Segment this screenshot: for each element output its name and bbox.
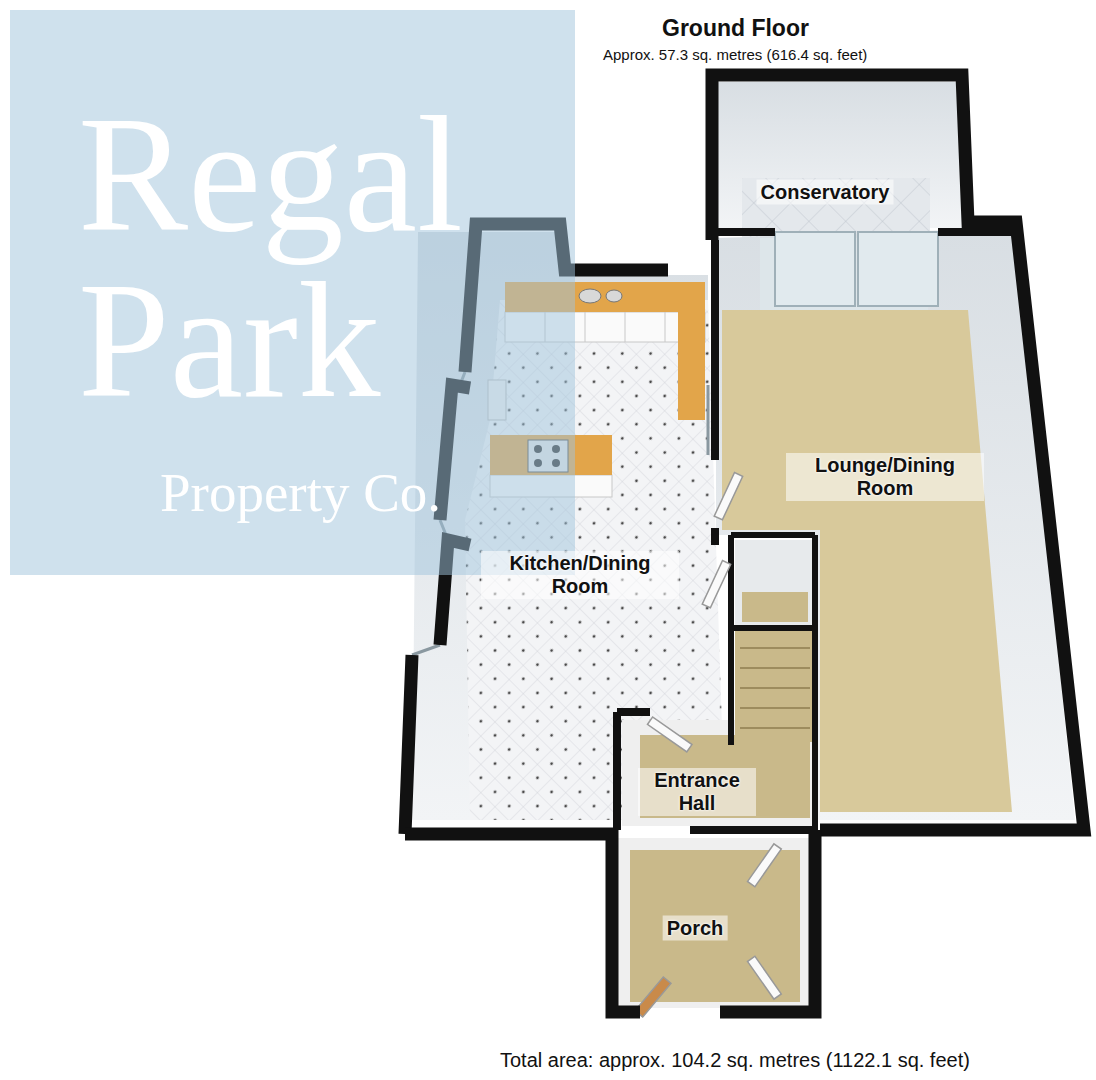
total-area-caption: Total area: approx. 104.2 sq. metres (11… [500,1049,970,1072]
watermark-text: Regal [78,92,463,257]
room-name: Lounge/Dining Room [786,453,984,501]
floor-area-note: Approx. 57.3 sq. metres (616.4 sq. feet) [603,46,867,63]
room-name: Entrance Hall [638,768,756,816]
room-name: Conservatory [757,180,894,205]
room-area: Lounge/Dining Room [722,240,1060,710]
room-name: Kitchen/Dining Room [481,551,679,599]
watermark-panel [10,10,575,575]
room-name: Porch [663,916,728,941]
watermark-text: Property Co. [160,465,441,520]
watermark-text: Park [78,258,380,423]
glazed-doors [775,232,938,306]
room-area: Entrance Hall [622,722,812,827]
room-area: Porch [614,836,810,1008]
plan-title: Ground Floor [662,15,809,42]
room-area: Conservatory [722,85,958,230]
room-area: Kitchen/Dining Room [415,240,710,710]
